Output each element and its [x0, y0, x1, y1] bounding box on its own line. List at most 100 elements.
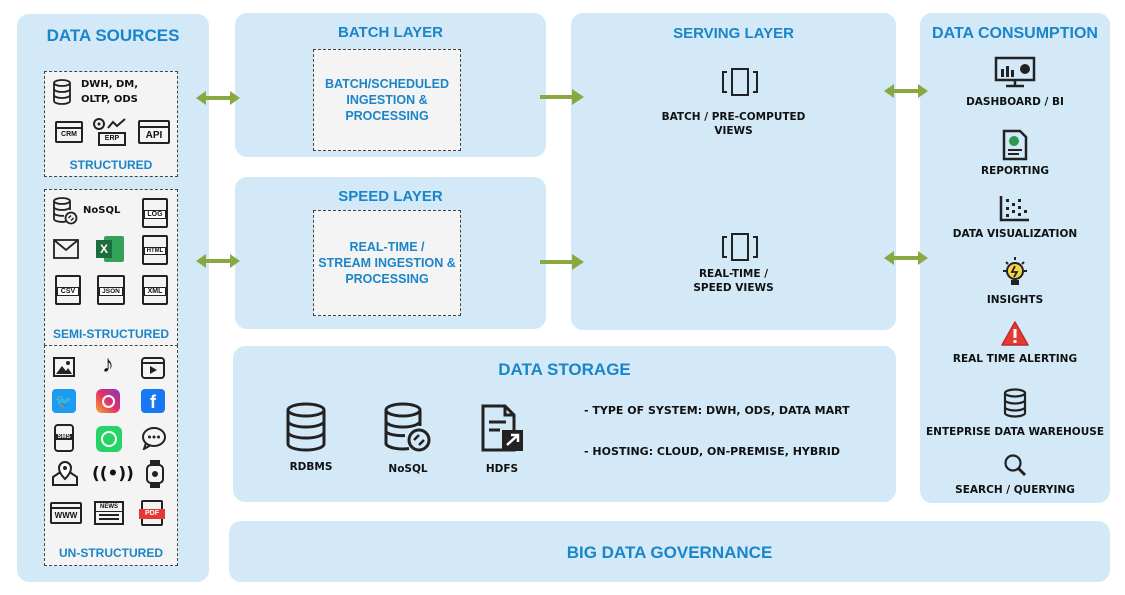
structured-label: STRUCTURED [69, 158, 153, 172]
data-sources-panel: DATA SOURCES DWH, DM, OLTP, ODS CRM ERP [17, 14, 209, 582]
pdf-icon: PDF [139, 500, 165, 526]
realtime-view-line-1: REAL-TIME / [698, 268, 769, 280]
speed-layer-title: SPEED LAYER [338, 188, 443, 205]
double-arrow-sources-batch [196, 91, 240, 105]
structured-box: DWH, DM, OLTP, ODS CRM ERP API STRUCTURE… [44, 71, 178, 177]
data-sources-title: DATA SOURCES [46, 26, 180, 45]
speed-line-1: REAL-TIME / [349, 240, 425, 254]
xml-file-icon: XML [142, 275, 168, 305]
broadcast-icon: ((•)) [92, 464, 134, 484]
twitter-icon: 🐦 [52, 389, 76, 413]
double-arrow-sources-speed [196, 254, 240, 268]
consumption-item-dashboard: DASHBOARD / BI [966, 96, 1064, 108]
storage-note-1: - TYPE OF SYSTEM: DWH, ODS, DATA MART [584, 404, 850, 417]
speed-layer-panel: SPEED LAYER REAL-TIME / STREAM INGESTION… [235, 177, 546, 329]
db-text-2: OLTP, ODS [81, 94, 138, 105]
governance-panel: BIG DATA GOVERNANCE [229, 521, 1110, 582]
nosql-db-icon [53, 197, 78, 225]
serving-layer-panel: SERVING LAYER BATCH / PRE-COMPUTED VIEWS… [571, 13, 896, 330]
consumption-item-reporting: REPORTING [981, 165, 1049, 177]
newspaper-icon: NEWS [94, 501, 124, 525]
double-arrow-serving-consumption-bottom [884, 251, 928, 265]
consumption-item-alerting: REAL TIME ALERTING [952, 353, 1078, 365]
map-pin-icon [52, 461, 78, 486]
hdfs-icon [481, 404, 523, 452]
db-text-1: DWH, DM, [81, 79, 139, 90]
batch-line-3: PROCESSING [345, 109, 429, 123]
api-icon: API [138, 120, 170, 144]
batch-view-line-1: BATCH / PRE-COMPUTED [661, 111, 806, 123]
erp-icon: ERP [92, 116, 128, 146]
nosql-text: NoSQL [83, 205, 121, 216]
reporting-icon [1002, 129, 1028, 161]
html-text: HTML [144, 247, 166, 255]
whatsapp-icon [96, 426, 122, 452]
database-icon [53, 79, 71, 105]
speed-line-3: PROCESSING [345, 272, 429, 286]
consumption-item-warehouse: ENTEPRISE DATA WAREHOUSE [926, 426, 1104, 438]
data-storage-title: DATA STORAGE [498, 360, 631, 379]
sms-text: SMS [56, 434, 72, 440]
batch-view-icon [722, 68, 758, 96]
crm-text: CRM [61, 131, 77, 138]
consumption-item-insights: INSIGHTS [986, 294, 1044, 306]
semi-structured-box: NoSQL LOG X HTML CSV JSON XML SEMI [44, 189, 178, 346]
chat-bubble-icon [142, 427, 166, 450]
sms-icon: SMS [54, 424, 74, 452]
batch-layer-panel: BATCH LAYER BATCH/SCHEDULED INGESTION & … [235, 13, 546, 157]
data-storage-panel: DATA STORAGE RDBMS NoSQL HDFS - TYPE OF … [233, 346, 896, 502]
realtime-view-icon [722, 233, 758, 261]
speed-line-2: STREAM INGESTION & [318, 256, 456, 270]
excel-icon: X [96, 234, 124, 264]
crm-icon: CRM [55, 121, 83, 143]
hdfs-label: HDFS [485, 463, 519, 475]
json-file-icon: JSON [97, 275, 125, 305]
speed-process-box: REAL-TIME / STREAM INGESTION & PROCESSIN… [313, 210, 461, 316]
json-text: JSON [99, 287, 123, 296]
warehouse-db-icon [1003, 388, 1027, 418]
music-note-icon: ♪ [102, 351, 114, 378]
nosql-storage-icon [384, 402, 431, 452]
www-text: WWW [54, 511, 78, 520]
instagram-icon [96, 389, 120, 413]
rdbms-label: RDBMS [289, 461, 333, 473]
nosql-storage-label: NoSQL [388, 463, 428, 475]
alert-icon [1001, 321, 1029, 346]
arrow-batch-serving [540, 89, 584, 105]
csv-file-icon: CSV [55, 275, 81, 305]
data-consumption-panel: DATA CONSUMPTION DASHBOARD / BI REPORTIN… [920, 13, 1110, 503]
dashboard-icon [994, 56, 1036, 88]
rdbms-icon [286, 402, 326, 452]
serving-layer-title: SERVING LAYER [673, 25, 794, 42]
erp-text: ERP [98, 132, 126, 146]
batch-layer-title: BATCH LAYER [337, 24, 443, 41]
batch-view-line-2: VIEWS [714, 125, 753, 137]
csv-text: CSV [57, 287, 79, 296]
unstructured-box: ♪ 🐦 f SMS ((•)) [44, 345, 178, 566]
batch-process-box: BATCH/SCHEDULED INGESTION & PROCESSING [313, 49, 461, 151]
html-file-icon: HTML [142, 235, 168, 265]
pdf-text: PDF [139, 509, 165, 519]
news-text: NEWS [96, 503, 122, 512]
governance-title: BIG DATA GOVERNANCE [566, 543, 773, 562]
email-icon [53, 239, 79, 259]
log-text: LOG [144, 210, 166, 219]
facebook-icon: f [141, 389, 165, 413]
double-arrow-serving-consumption-top [884, 84, 928, 98]
insights-bulb-icon [1003, 257, 1027, 285]
log-file-icon: LOG [142, 198, 168, 228]
realtime-view-line-2: SPEED VIEWS [693, 282, 774, 294]
smartwatch-icon [146, 460, 164, 488]
batch-line-1: BATCH/SCHEDULED [324, 77, 450, 91]
consumption-item-search: SEARCH / QUERYING [955, 484, 1075, 496]
search-icon [1004, 454, 1027, 477]
api-text: API [145, 130, 163, 141]
data-visualization-icon [999, 196, 1029, 222]
consumption-item-visualization: DATA VISUALIZATION [952, 228, 1078, 240]
semi-structured-label: SEMI-STRUCTURED [53, 327, 169, 341]
storage-note-2: - HOSTING: CLOUD, ON-PREMISE, HYBRID [584, 445, 840, 458]
image-icon [53, 357, 75, 377]
xml-text: XML [144, 287, 166, 296]
arrow-speed-serving [540, 254, 584, 270]
batch-line-2: INGESTION & [346, 93, 428, 107]
